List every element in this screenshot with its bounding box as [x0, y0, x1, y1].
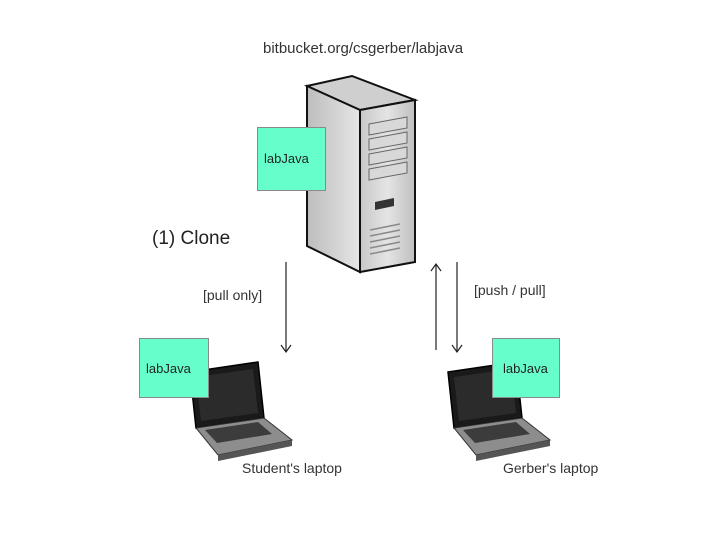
gerber-repo-box: labJava [492, 338, 560, 398]
pull-only-arrow [280, 262, 292, 354]
gerber-repo-label: labJava [503, 361, 548, 376]
student-laptop-caption: Student's laptop [242, 460, 342, 476]
pull-arrow-down [451, 262, 463, 354]
student-repo-box: labJava [139, 338, 209, 398]
server-repo-label: labJava [264, 151, 309, 166]
student-repo-label: labJava [146, 361, 191, 376]
push-pull-label: [push / pull] [474, 282, 546, 298]
push-arrow-up [430, 262, 442, 350]
server-repo-box: labJava [257, 127, 326, 191]
server-url: bitbucket.org/csgerber/labjava [263, 40, 464, 57]
gerber-laptop-caption: Gerber's laptop [503, 460, 599, 476]
pull-only-label: [pull only] [203, 287, 263, 303]
clone-step-label: (1) Clone [152, 228, 231, 249]
